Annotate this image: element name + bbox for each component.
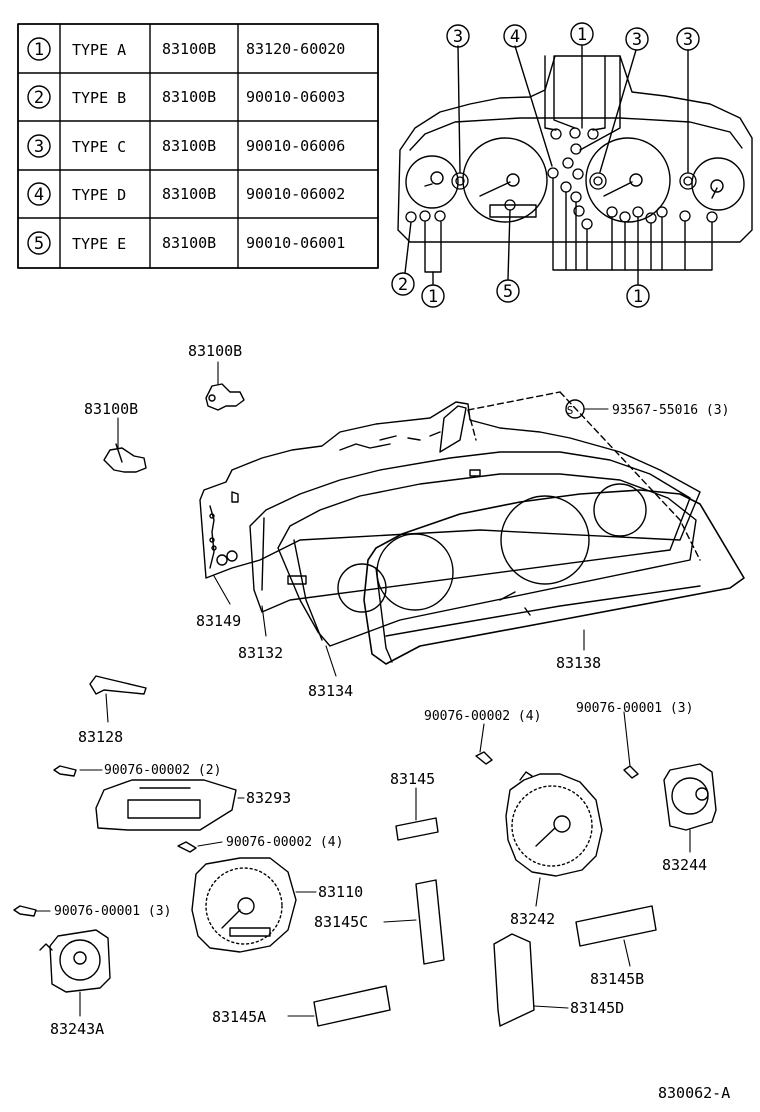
label-socket-top: 83100B bbox=[188, 342, 242, 360]
label-screw-a: 90076-00002 (4) bbox=[424, 709, 541, 724]
socket-left-drawing bbox=[103, 443, 147, 473]
label-83134: 83134 bbox=[308, 682, 353, 700]
row-part: 83100B bbox=[162, 185, 216, 203]
row-number: 2 bbox=[34, 88, 44, 108]
figure-id: 830062-A bbox=[658, 1084, 730, 1102]
label-83243A: 83243A bbox=[50, 1020, 104, 1038]
row-number: 3 bbox=[34, 137, 44, 157]
label-83149: 83149 bbox=[196, 612, 241, 630]
label-screw-d: 90076-00002 (4) bbox=[226, 835, 343, 850]
part-83244-drawing bbox=[663, 763, 717, 831]
part-83145B-drawing bbox=[575, 905, 657, 947]
callout-top: 3 4 1 3 3 bbox=[446, 22, 700, 51]
part-83243A-drawing bbox=[39, 929, 111, 993]
part-83110-drawing bbox=[191, 857, 297, 953]
callout-number: 1 bbox=[428, 287, 438, 307]
exploded-housing bbox=[103, 383, 745, 665]
row-part: 83100B bbox=[162, 234, 216, 252]
row-type: TYPE B bbox=[72, 89, 126, 107]
label-socket-left: 83100B bbox=[84, 400, 138, 418]
callout-number: 5 bbox=[503, 282, 513, 302]
row-type: TYPE A bbox=[72, 41, 126, 59]
callout-bottom: 2 1 5 1 bbox=[391, 272, 650, 308]
bulb-location-diagram: 3 4 1 3 3 2 1 5 1 bbox=[391, 22, 753, 308]
row-type: TYPE C bbox=[72, 138, 126, 156]
part-83145C-drawing bbox=[415, 879, 445, 965]
screw-drawings bbox=[13, 751, 639, 917]
table-row: 5 TYPE E 83100B 90010-06001 bbox=[27, 231, 345, 255]
label-screw-e: 90076-00001 (3) bbox=[54, 904, 171, 919]
part-83145D-drawing bbox=[493, 933, 535, 1027]
label-83128: 83128 bbox=[78, 728, 123, 746]
label-83242: 83242 bbox=[510, 910, 555, 928]
callout-number: 2 bbox=[398, 275, 408, 295]
label-screw-b: 90076-00001 (3) bbox=[576, 701, 693, 716]
label-83110: 83110 bbox=[318, 883, 363, 901]
label-screw-c: 90076-00002 (2) bbox=[104, 763, 221, 778]
label-83244: 83244 bbox=[662, 856, 707, 874]
row-number: 4 bbox=[34, 185, 44, 205]
row-number: 5 bbox=[34, 234, 44, 254]
label-83293: 83293 bbox=[246, 789, 291, 807]
label-83145D: 83145D bbox=[570, 999, 624, 1017]
table-row: 1 TYPE A 83100B 83120-60020 bbox=[27, 37, 345, 61]
part-83128-drawing bbox=[89, 675, 147, 695]
row-code: 90010-06001 bbox=[246, 234, 345, 252]
table-row: 4 TYPE D 83100B 90010-06002 bbox=[27, 182, 345, 206]
label-83145A: 83145A bbox=[212, 1008, 266, 1026]
part-83145A-drawing bbox=[313, 985, 391, 1027]
row-code: 83120-60020 bbox=[246, 40, 345, 58]
row-code: 90010-06003 bbox=[246, 88, 345, 106]
row-part: 83100B bbox=[162, 137, 216, 155]
label-83145B: 83145B bbox=[590, 970, 644, 988]
callout-number: 3 bbox=[453, 27, 463, 47]
callout-number: 3 bbox=[683, 30, 693, 50]
row-type: TYPE E bbox=[72, 235, 126, 253]
callout-number: 4 bbox=[510, 27, 520, 47]
part-83145-drawing bbox=[395, 817, 439, 841]
part-83242-drawing bbox=[505, 771, 603, 877]
row-number: 1 bbox=[34, 40, 44, 60]
row-part: 83100B bbox=[162, 88, 216, 106]
bulb-type-table: 1 TYPE A 83100B 83120-60020 2 TYPE B 831… bbox=[17, 23, 379, 269]
label-83138: 83138 bbox=[556, 654, 601, 672]
row-code: 90010-06002 bbox=[246, 185, 345, 203]
table-row: 3 TYPE C 83100B 90010-06006 bbox=[27, 134, 345, 158]
callout-number: 1 bbox=[633, 287, 643, 307]
part-83293-drawing bbox=[95, 779, 237, 831]
callout-number: 1 bbox=[577, 25, 587, 45]
label-83145: 83145 bbox=[390, 770, 435, 788]
table-row: 2 TYPE B 83100B 90010-06003 bbox=[27, 85, 345, 109]
row-type: TYPE D bbox=[72, 186, 126, 204]
label-83132: 83132 bbox=[238, 644, 283, 662]
socket-top-drawing bbox=[205, 383, 245, 411]
label-screw-s-mark: S bbox=[567, 404, 574, 417]
callout-number: 3 bbox=[632, 30, 642, 50]
row-part: 83100B bbox=[162, 40, 216, 58]
label-83145C: 83145C bbox=[314, 913, 368, 931]
label-screw-s: 93567-55016 (3) bbox=[612, 403, 729, 418]
row-code: 90010-06006 bbox=[246, 137, 345, 155]
